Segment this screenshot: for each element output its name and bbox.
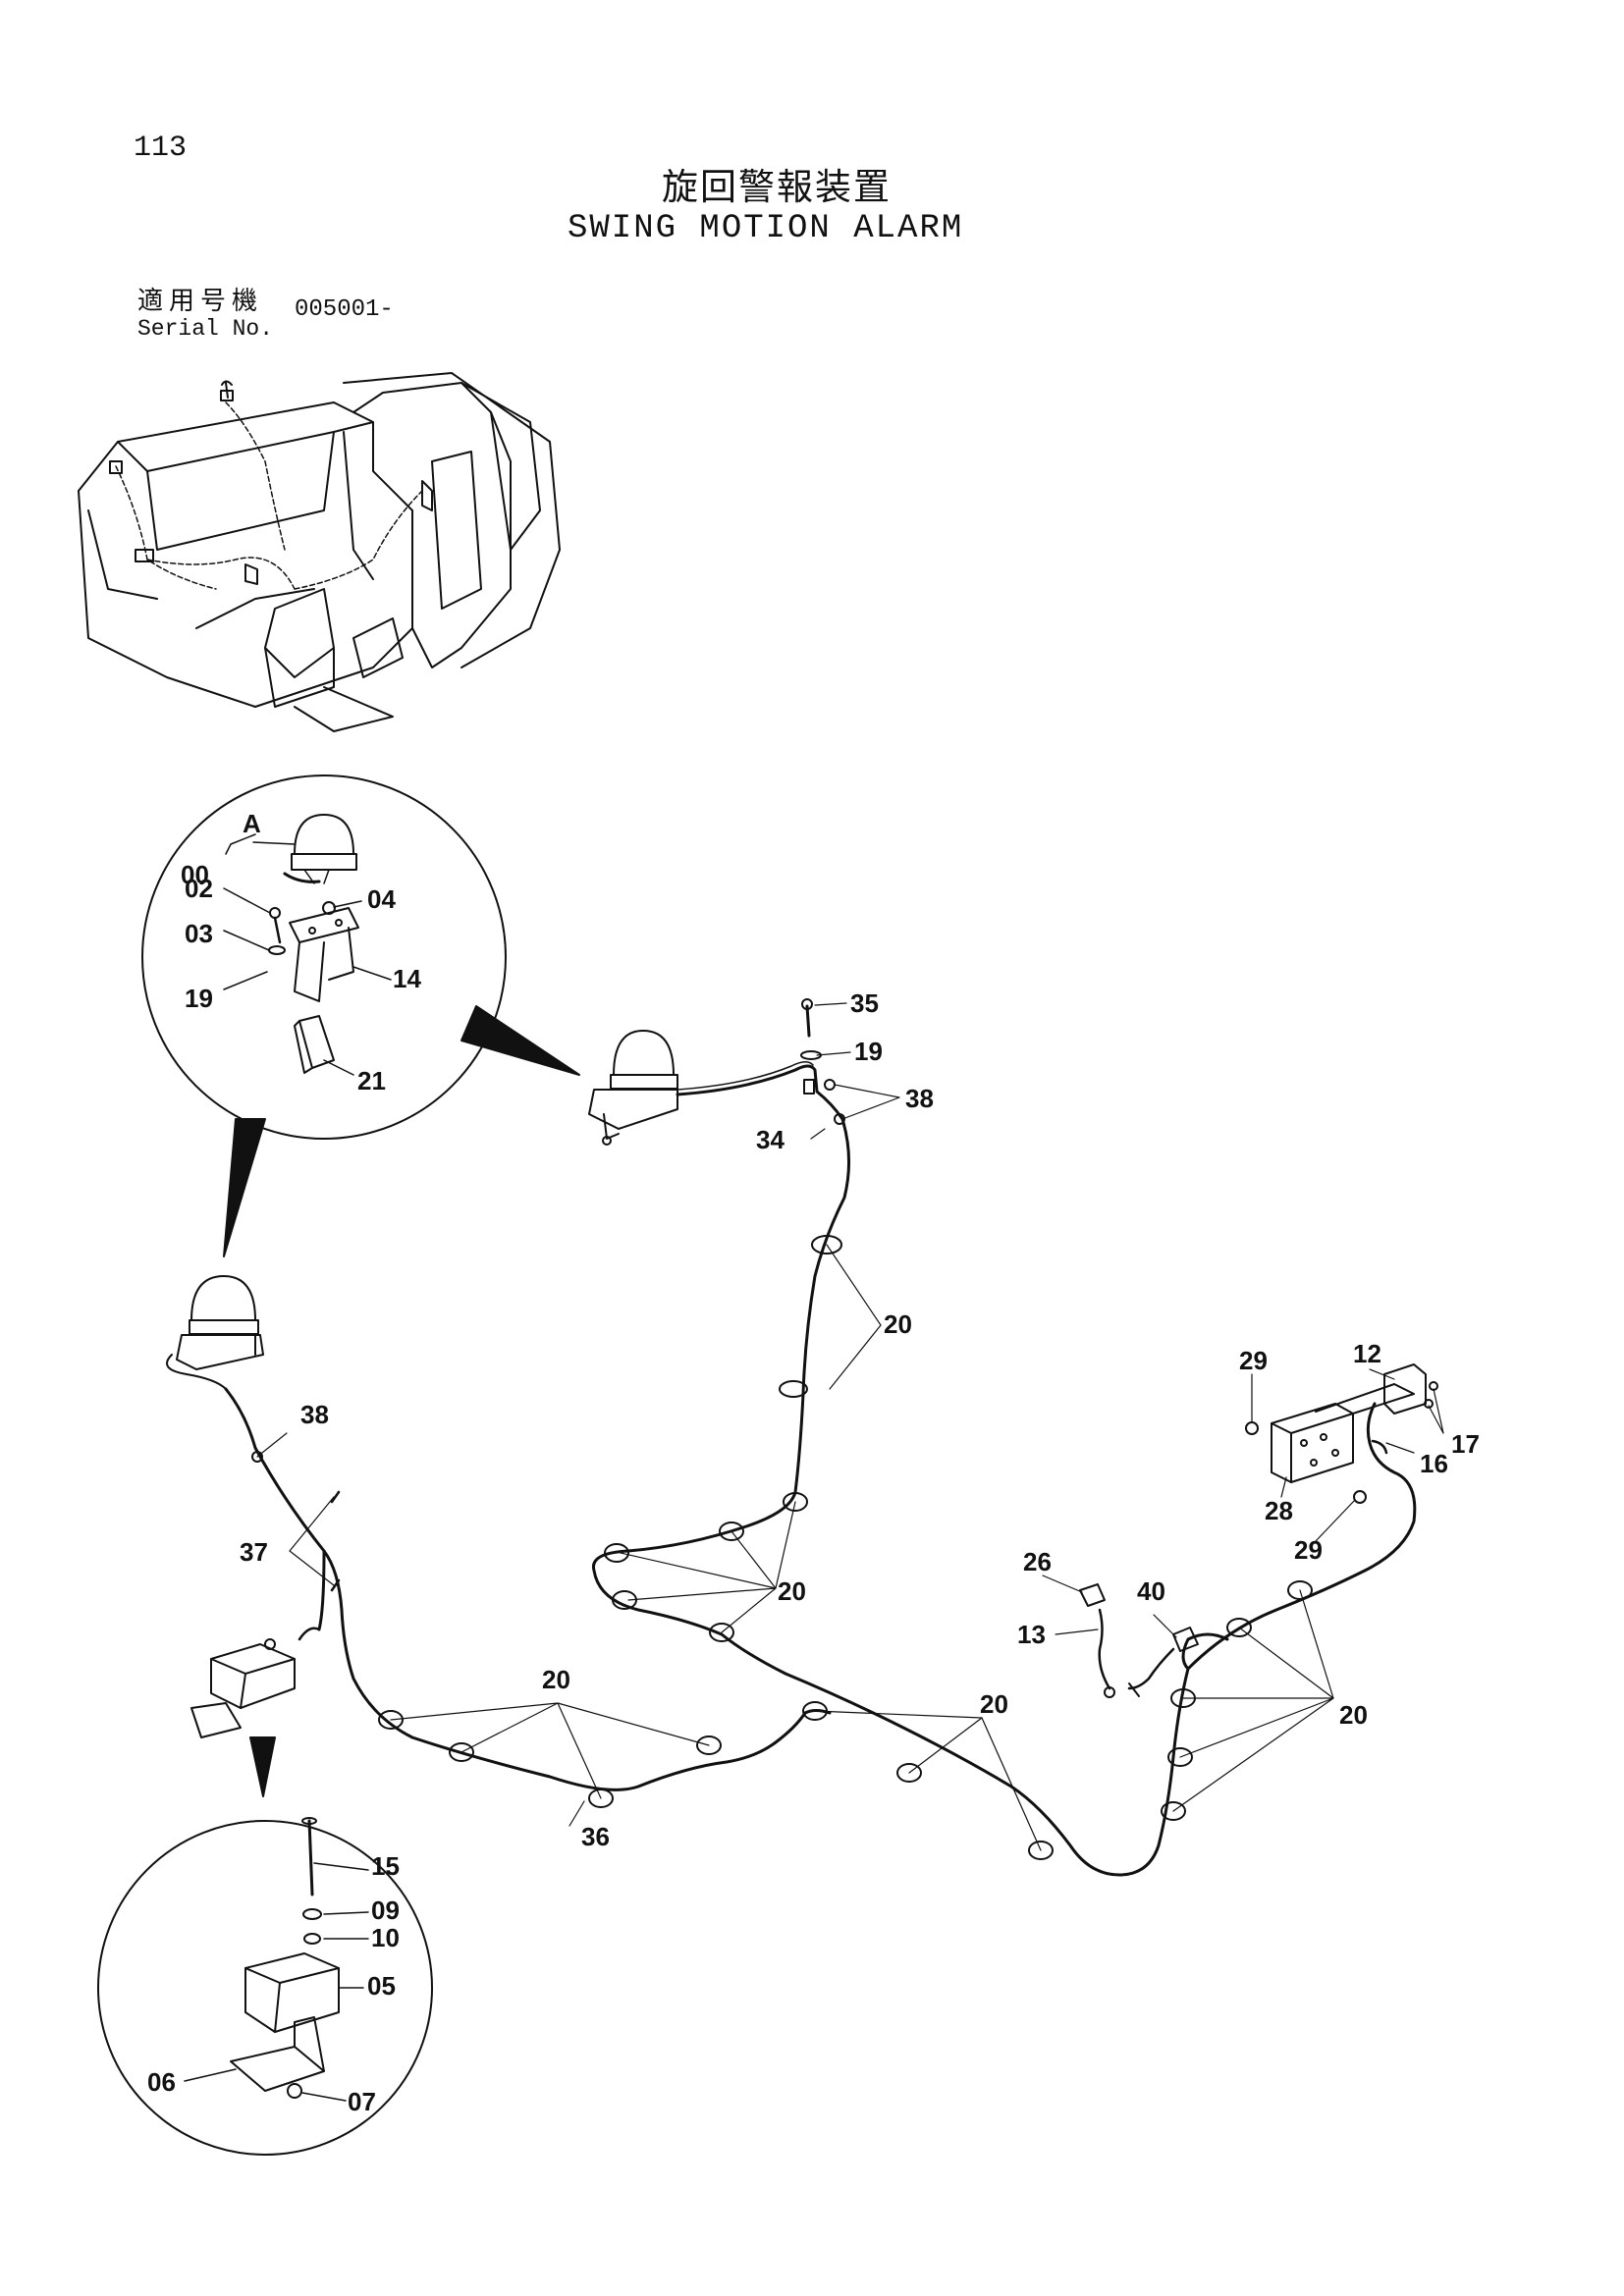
callout-29a: 29	[1239, 1346, 1268, 1375]
callout-20b: 20	[778, 1576, 806, 1606]
page-title-english: SWING MOTION ALARM	[568, 210, 964, 247]
callout-00: 00	[181, 860, 209, 889]
serial-label-english: Serial No.	[137, 316, 274, 342]
callout-37: 37	[240, 1537, 268, 1567]
callout-20c: 20	[542, 1665, 570, 1694]
serial-number-value: 005001-	[295, 296, 394, 323]
switch-bracket-assembly	[1245, 1363, 1438, 1504]
callout-36: 36	[581, 1822, 610, 1851]
callout-34: 34	[756, 1125, 785, 1154]
upper-fasteners	[251, 998, 845, 1592]
callout-04: 04	[367, 884, 396, 914]
callout-10: 10	[371, 1923, 400, 1952]
callout-07: 07	[348, 2087, 376, 2116]
alarm-unit	[190, 1627, 321, 1738]
callout-16: 16	[1420, 1449, 1448, 1478]
page-number: 113	[134, 132, 188, 165]
callout-20e: 20	[1339, 1700, 1368, 1730]
page-title-japanese: 旋回警報装置	[662, 166, 892, 208]
callout-26: 26	[1023, 1547, 1052, 1576]
callout-38a: 38	[905, 1084, 934, 1113]
callout-19b: 19	[854, 1037, 883, 1066]
machine-overview-illustration	[78, 372, 561, 732]
callout-03: 03	[185, 919, 213, 948]
view-letter-a: A	[243, 809, 261, 838]
wire-harness	[224, 1061, 1417, 1877]
callout-17: 17	[1451, 1429, 1480, 1459]
callout-20d: 20	[980, 1689, 1008, 1719]
beacon-upper	[588, 1030, 678, 1146]
detail-view-a	[141, 774, 580, 1257]
callout-09: 09	[371, 1896, 400, 1925]
clips	[378, 1235, 1313, 1860]
callout-05: 05	[367, 1971, 396, 2001]
callout-15: 15	[371, 1851, 400, 1881]
callout-40: 40	[1137, 1576, 1165, 1606]
callout-28: 28	[1265, 1496, 1293, 1525]
beacon-left	[166, 1275, 264, 1390]
connectors	[1079, 1583, 1199, 1698]
callout-12: 12	[1353, 1339, 1381, 1368]
detail-view-b	[97, 1736, 433, 2156]
callout-02: 02	[185, 874, 213, 903]
callout-38b: 38	[300, 1400, 329, 1429]
callout-21: 21	[357, 1066, 386, 1095]
callout-06: 06	[147, 2067, 176, 2097]
callout-29b: 29	[1294, 1535, 1323, 1565]
serial-label-japanese: 適用号機	[137, 287, 264, 316]
leader-lines	[256, 1002, 1444, 1851]
callout-14: 14	[393, 964, 421, 993]
callout-20a: 20	[884, 1309, 912, 1339]
callout-35: 35	[850, 988, 879, 1018]
callout-13: 13	[1017, 1620, 1046, 1649]
callout-19a: 19	[185, 984, 213, 1013]
